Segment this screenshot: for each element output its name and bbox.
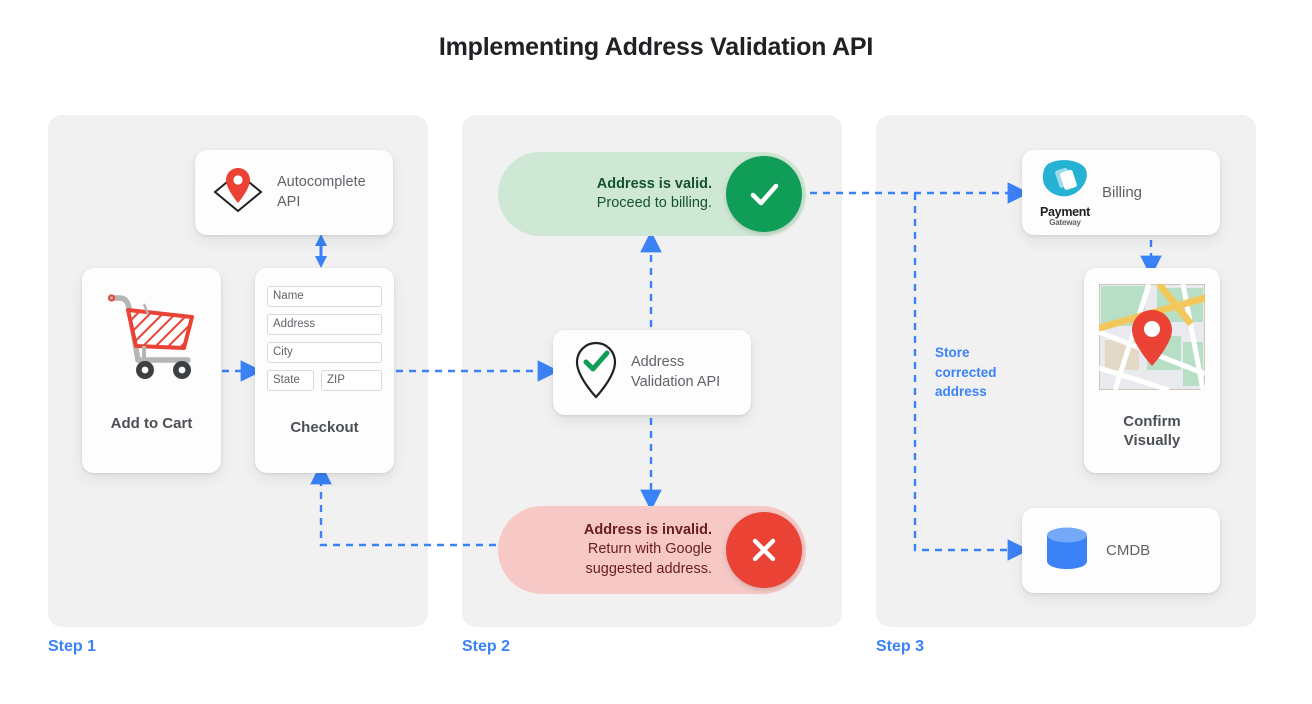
shopping-cart-icon bbox=[100, 286, 204, 391]
payment-gateway-wordmark-line2: Gateway bbox=[1049, 218, 1081, 227]
name-field[interactable]: Name bbox=[267, 286, 382, 307]
page-title: Implementing Address Validation API bbox=[438, 33, 874, 61]
checkout-caption: Checkout bbox=[290, 419, 359, 436]
map-pin-diamond-icon bbox=[209, 164, 267, 221]
map-thumbnail-icon bbox=[1098, 281, 1206, 395]
add-to-cart-card[interactable]: Add to Cart bbox=[82, 268, 221, 473]
billing-label: Billing bbox=[1102, 184, 1143, 201]
map-pin-check-icon bbox=[573, 339, 619, 406]
state-zip-row: State ZIP bbox=[267, 370, 382, 391]
payment-gateway-icon: Payment Gateway bbox=[1038, 158, 1092, 227]
address-valid-pill[interactable]: Address is valid. Proceed to billing. bbox=[498, 152, 806, 236]
step-3-label: Step 3 bbox=[876, 638, 925, 655]
payment-gateway-wordmark-line1: Payment bbox=[1039, 205, 1090, 219]
close-icon bbox=[726, 512, 802, 588]
billing-card[interactable]: Payment Gateway Billing bbox=[1022, 150, 1220, 235]
step-1-label: Step 1 bbox=[48, 638, 97, 655]
zip-field[interactable]: ZIP bbox=[321, 370, 382, 391]
address-invalid-text: Address is invalid. Return with Google s… bbox=[583, 522, 712, 577]
address-valid-text: Address is valid. Proceed to billing. bbox=[596, 175, 712, 211]
checkout-card[interactable]: Name Address City State ZIP Checkout bbox=[255, 268, 394, 473]
address-invalid-pill[interactable]: Address is invalid. Return with Google s… bbox=[498, 506, 806, 594]
store-corrected-address-note: Store corrected address bbox=[935, 345, 997, 400]
state-field[interactable]: State bbox=[267, 370, 314, 391]
address-field[interactable]: Address bbox=[267, 314, 382, 335]
cmdb-label: CMDB bbox=[1106, 542, 1151, 559]
add-to-cart-caption: Add to Cart bbox=[110, 415, 193, 432]
step-2-label: Step 2 bbox=[462, 638, 511, 655]
check-icon bbox=[726, 156, 802, 232]
cmdb-card[interactable]: CMDB bbox=[1022, 508, 1220, 593]
database-icon bbox=[1042, 523, 1092, 578]
city-field[interactable]: City bbox=[267, 342, 382, 363]
